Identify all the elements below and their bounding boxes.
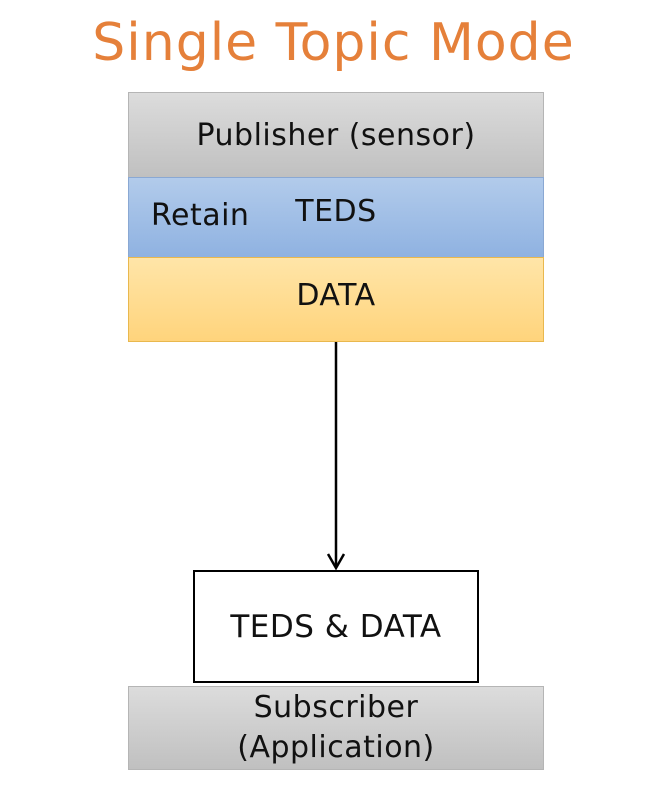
diagram-title: Single Topic Mode	[92, 13, 575, 73]
message-box: TEDS & DATA	[193, 570, 479, 683]
publisher-label: Publisher (sensor)	[196, 117, 476, 153]
subscriber-block: Subscriber (Application)	[128, 686, 544, 770]
subscriber-label-line1: Subscriber	[253, 690, 419, 725]
data-label: DATA	[296, 278, 376, 313]
flow-arrow-head	[326, 553, 346, 571]
teds-label: TEDS	[295, 194, 377, 229]
publisher-block: Publisher (sensor)	[128, 92, 544, 178]
teds-layer: Retain TEDS	[128, 177, 544, 258]
retain-label: Retain	[151, 198, 250, 233]
subscriber-label-line2: (Application)	[237, 730, 435, 765]
data-layer: DATA	[128, 257, 544, 342]
message-label: TEDS & DATA	[230, 608, 442, 645]
